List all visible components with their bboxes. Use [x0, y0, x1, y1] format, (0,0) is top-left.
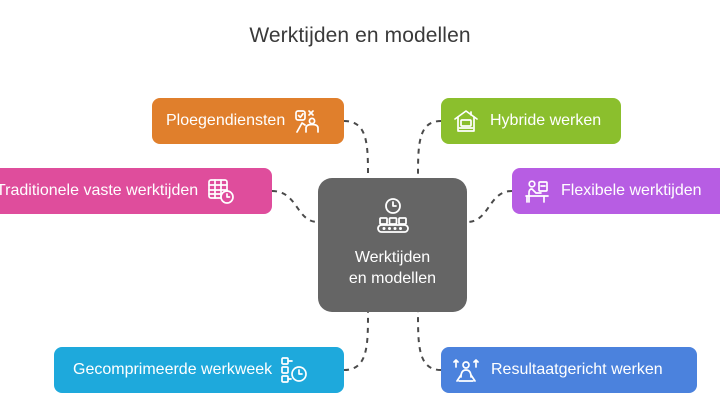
node-hybride: Hybride werken	[441, 98, 621, 144]
node-hybride-label: Hybride werken	[490, 112, 602, 129]
connector-ploegendiensten	[343, 120, 369, 179]
clock-conveyor-icon	[376, 198, 409, 239]
center-label-line2: en modellen	[348, 270, 437, 287]
target-person-icon	[453, 357, 479, 383]
node-resultaatgericht-label: Resultaatgericht werken	[491, 361, 663, 378]
desk-worker-icon	[524, 178, 550, 204]
connector-hybride	[417, 120, 442, 179]
node-traditionele: Traditionele vaste werktijden	[0, 168, 272, 214]
node-flexibele-label: Flexibele werktijden	[561, 182, 702, 199]
node-gecomprimeerde-label: Gecomprimeerde werkweek	[73, 361, 273, 378]
center-label: Werktijden en modellen	[349, 247, 436, 289]
connector-gecomprimeerde	[343, 311, 369, 371]
node-flexibele: Flexibele werktijden	[512, 168, 720, 214]
calendar-clock-icon	[207, 177, 235, 205]
connector-flexibele	[466, 190, 513, 223]
schedule-clock-icon	[280, 356, 308, 384]
center-node: Werktijden en modellen	[318, 178, 467, 312]
connector-resultaatgericht	[417, 311, 442, 371]
node-ploegendiensten-label: Ploegendiensten	[166, 112, 286, 129]
connector-traditionele	[271, 190, 319, 223]
diagram-title: Werktijden en modellen	[249, 24, 471, 47]
node-resultaatgericht: Resultaatgericht werken	[441, 347, 697, 393]
node-traditionele-label: Traditionele vaste werktijden	[0, 182, 199, 199]
home-laptop-icon	[453, 108, 479, 134]
node-ploegendiensten: Ploegendiensten	[152, 98, 344, 144]
node-gecomprimeerde: Gecomprimeerde werkweek	[54, 347, 344, 393]
center-label-line1: Werktijden	[354, 249, 431, 266]
shift-worker-icon	[294, 108, 320, 134]
